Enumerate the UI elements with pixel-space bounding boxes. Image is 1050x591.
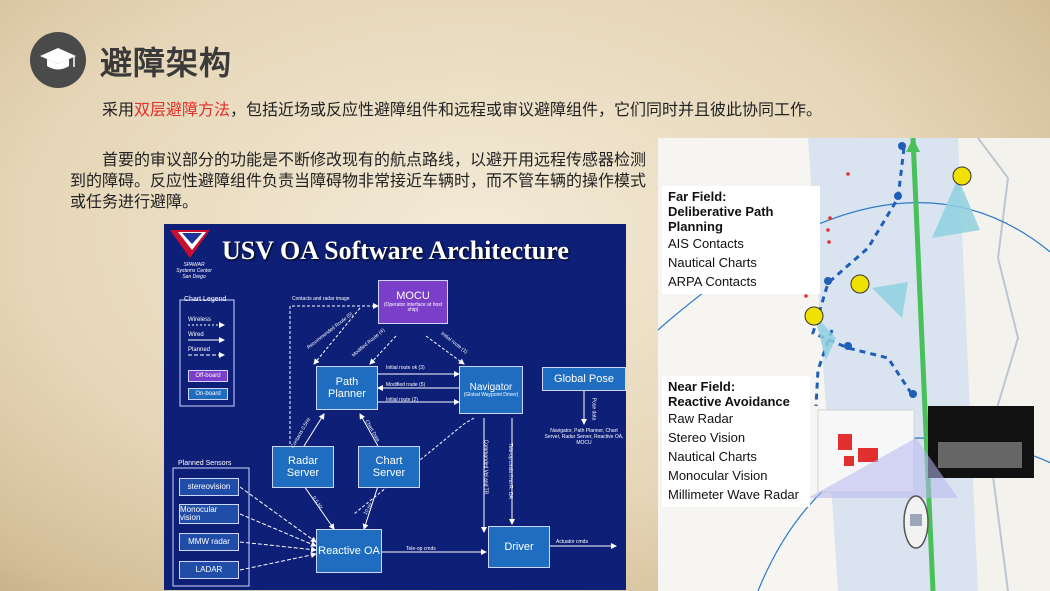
legend-item-planned: Planned (188, 347, 211, 353)
legend-item-wireless: Wireless (188, 317, 212, 323)
sensors-title: Planned Sensors (178, 460, 232, 467)
near-field-item: Raw Radar (668, 411, 734, 426)
para1-text-a: 采用 (102, 100, 135, 119)
edge-teleop-if: Tele-op cmds if no R. OA (506, 443, 513, 499)
diagram-title: USV OA Software Architecture (222, 236, 569, 265)
sensor-mmw-radar: MMW radar (179, 533, 239, 551)
navigator-label: Navigator (469, 381, 513, 393)
logo-text: SPAWAR Systems Center San Diego (176, 262, 212, 280)
near-field-item: Millimeter Wave Radar (668, 487, 799, 502)
para1-text-b: ，包括近场或反应性避障组件和远程或审议避障组件，它们同时并且彼此协同工作。 (230, 100, 823, 119)
far-field-title: Far Field: (668, 189, 727, 204)
mocu-label: MOCU (396, 290, 430, 303)
far-field-item: ARPA Contacts (668, 274, 757, 289)
global-pose-node: Global Pose (542, 367, 626, 391)
edge-contacts-radar: Contacts and radar image (292, 296, 350, 302)
chart-server-node: Chart Server (358, 446, 420, 488)
far-field-item: AIS Contacts (668, 236, 744, 251)
navigator-node: Navigator (Global Waypoint Driver) (459, 366, 523, 414)
page-title: 避障架构 (100, 44, 233, 82)
near-field-title: Near Field: (668, 379, 736, 394)
mocu-sublabel: (Operator interface at host ship) (383, 301, 443, 314)
edge-teleop-cmds: Tele-op cmds (406, 546, 436, 552)
global-pose-note: Navigator, Path Planner, Chart Server, R… (544, 428, 624, 446)
near-field-item: Monocular Vision (668, 468, 768, 483)
far-field-box: Far Field: Deliberative Path Planning AI… (662, 186, 820, 294)
legend-on-board: On-board (188, 388, 228, 400)
highlight-text: 双层避障方法 (134, 100, 231, 119)
path-planner-node: Path Planner (316, 366, 378, 410)
legend-title: Chart Legend (184, 296, 227, 303)
intro-paragraph: 采用双层避障方法，包括近场或反应性避障组件和远程或审议避障组件，它们同时并且彼此… (70, 99, 920, 120)
edge-actuator-cmds: Actuator cmds (556, 539, 588, 545)
near-field-item: Nautical Charts (668, 449, 757, 464)
sensor-ladar: LADAR (179, 561, 239, 579)
para2-text: 首要的审议部分的功能是不断修改现有的航点路线，以避开用远程传感器检测到的障碍。反… (70, 150, 647, 211)
driver-node: Driver (488, 526, 550, 568)
near-field-subtitle: Reactive Avoidance (668, 394, 790, 409)
navigator-sublabel: (Global Waypoint Driver) (463, 391, 519, 398)
graduation-cap-icon (30, 32, 86, 88)
radar-server-node: Radar Server (272, 446, 334, 488)
legend-off-board: Off-board (188, 370, 228, 382)
reactive-oa-node: Reactive OA (316, 529, 382, 573)
edge-initial-route-ok: Initial route ok (3) (386, 365, 425, 371)
edge-initial-route-2: Initial route (2) (386, 397, 418, 403)
edge-commanded-vel: Commanded Vel and TR (482, 439, 489, 495)
edge-pose-data: Pose data (590, 397, 597, 421)
legend-item-wired: Wired (188, 332, 204, 338)
usv-architecture-diagram: SPAWAR Systems Center San Diego USV OA S… (164, 224, 626, 590)
sensor-stereovision: stereovision (179, 478, 239, 496)
near-field-box: Near Field: Reactive Avoidance Raw Radar… (662, 376, 810, 507)
detail-paragraph: 首要的审议部分的功能是不断修改现有的航点路线，以避开用远程传感器检测到的障碍。反… (70, 149, 650, 212)
far-field-subtitle: Deliberative Path Planning (668, 204, 774, 234)
edge-modified-route-5: Modified route (5) (386, 382, 426, 388)
mocu-node: MOCU (Operator interface at host ship) (378, 280, 448, 324)
far-field-item: Nautical Charts (668, 255, 757, 270)
sensor-monocular: Monocular vision (179, 504, 239, 524)
near-field-item: Stereo Vision (668, 430, 746, 445)
field-map-illustration: Far Field: Deliberative Path Planning AI… (658, 138, 1050, 591)
